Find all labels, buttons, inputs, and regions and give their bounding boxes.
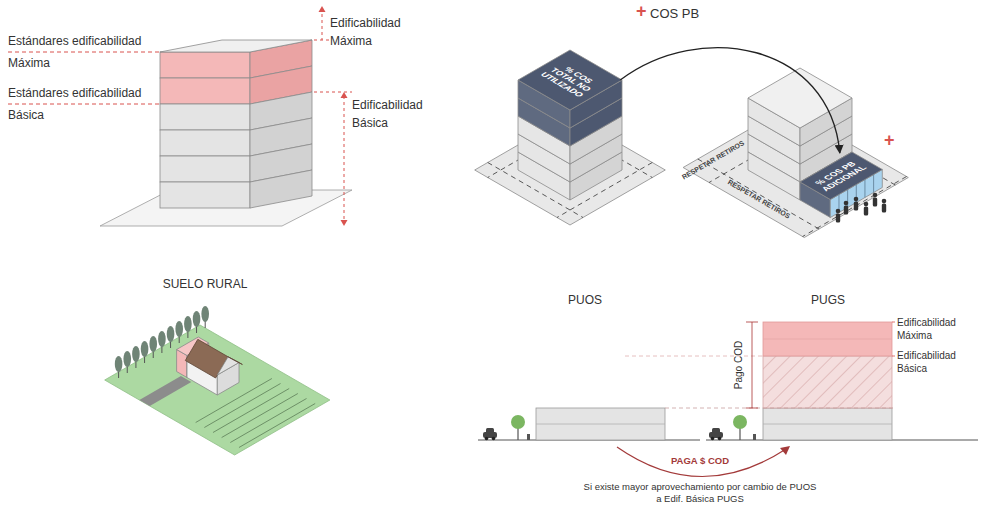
label: PUGS — [811, 293, 845, 307]
person-head — [873, 193, 878, 198]
dim-line — [322, 8, 323, 40]
wheel — [492, 437, 496, 441]
tree-crown — [141, 341, 149, 357]
level-line — [892, 356, 895, 357]
person-head — [836, 209, 841, 214]
field-row — [239, 404, 315, 448]
label: SUELO RURAL — [163, 277, 248, 291]
tree-crown — [201, 306, 209, 322]
tree-crown — [123, 351, 131, 367]
tree-crown — [167, 326, 175, 342]
arrow-head — [319, 6, 326, 12]
field-row — [222, 394, 298, 438]
payment-arrow — [617, 447, 786, 477]
label: + — [636, 1, 647, 22]
tree-crown — [193, 311, 201, 327]
person-head — [864, 202, 869, 207]
tree-crown — [184, 316, 192, 332]
standard-line — [8, 104, 160, 105]
person-body — [836, 214, 840, 223]
label: Pago COD — [733, 341, 744, 389]
label: COS PB — [650, 6, 699, 21]
house-gable — [217, 357, 239, 375]
dim-line — [344, 96, 345, 222]
floor-front — [160, 156, 250, 182]
tree-trunk — [517, 428, 518, 440]
label: Estándares edificabilidad Básica — [8, 82, 160, 126]
person-body — [882, 204, 886, 213]
person-body — [844, 206, 848, 215]
roof-edge — [228, 357, 242, 365]
label: Edificabilidad Básica — [897, 349, 981, 375]
mullion — [873, 175, 874, 193]
floor-line — [763, 339, 892, 340]
floor-front — [160, 78, 250, 104]
unused-floor-roof — [518, 50, 622, 110]
tree-crown — [149, 336, 157, 352]
transfer-arrow — [620, 48, 840, 153]
max-band — [763, 322, 892, 356]
level-line — [892, 322, 895, 323]
label: Edificabilidad Máxima — [330, 14, 430, 50]
level-line — [665, 408, 895, 409]
tree-crown — [132, 346, 140, 362]
person-body — [854, 202, 858, 211]
tree-crown — [158, 331, 166, 347]
wheel — [718, 437, 722, 441]
wheel — [711, 437, 715, 441]
person-body — [864, 207, 868, 216]
floor-side — [250, 170, 312, 208]
floor-line — [763, 424, 892, 425]
tree-crown — [115, 356, 123, 372]
label: Edificabilidad Máxima — [897, 316, 981, 342]
person-head — [882, 199, 887, 204]
tree-crown — [175, 321, 183, 337]
floor-roof — [748, 68, 852, 128]
label: Si existe mayor aprovechamiento por camb… — [580, 481, 820, 505]
arrow-head — [341, 220, 348, 226]
tree-trunk — [739, 428, 740, 440]
basic-band — [763, 356, 892, 408]
person-head — [844, 201, 849, 206]
road — [139, 376, 191, 406]
floor-front — [160, 104, 250, 130]
building-pugs — [763, 408, 892, 440]
label: PUOS — [568, 293, 602, 307]
floor-front — [160, 52, 250, 78]
arrow-head — [780, 446, 790, 455]
person-body — [873, 198, 877, 207]
bin — [753, 434, 756, 440]
dim-line — [752, 322, 753, 408]
tree-crown — [511, 415, 525, 429]
floor-front — [160, 130, 250, 156]
annex-roof — [800, 152, 882, 200]
label: + — [884, 130, 895, 151]
roof — [160, 40, 312, 52]
label: PAGA $ COD — [671, 455, 729, 466]
floor-front — [160, 182, 250, 208]
bin — [527, 434, 530, 440]
field-row — [213, 389, 289, 433]
tick — [314, 92, 352, 93]
arrow-head — [341, 92, 348, 98]
wheel — [485, 437, 489, 441]
label: Edificabilidad Básica — [352, 96, 452, 132]
floor-line — [536, 424, 665, 425]
car — [486, 428, 494, 433]
field-row — [230, 399, 306, 443]
standard-line — [8, 52, 160, 53]
car — [712, 428, 720, 433]
building-puos — [536, 408, 665, 440]
tree-crown — [733, 415, 747, 429]
mullion — [864, 180, 865, 198]
label: Estándares edificabilidad Máxima — [8, 30, 160, 74]
rural-ground — [105, 325, 330, 455]
person-head — [854, 197, 859, 202]
